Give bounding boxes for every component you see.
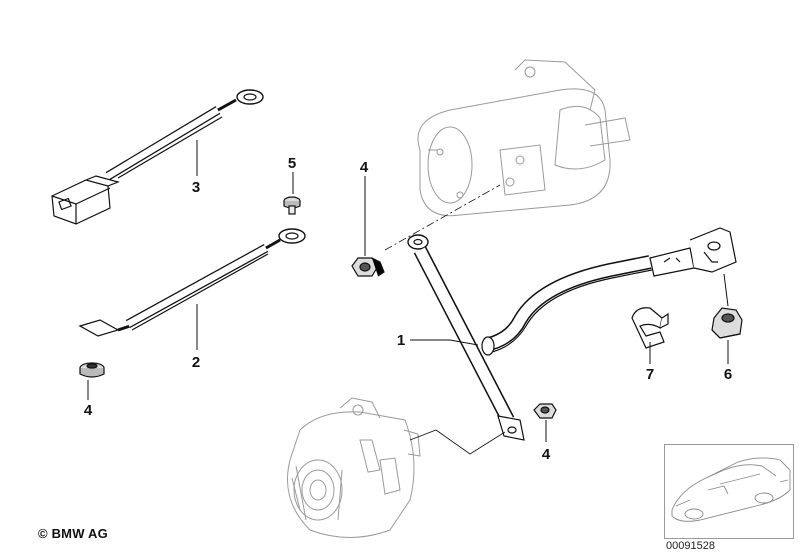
- callout-3: 3: [192, 179, 200, 196]
- vehicle-thumbnail-car: [671, 457, 791, 522]
- diagram-reference-number: 00091528: [666, 540, 715, 552]
- clip-part-7: [631, 307, 669, 349]
- nut-part-6: [711, 307, 743, 339]
- bolt-part-5: [283, 196, 301, 215]
- callout-6: 6: [724, 366, 732, 383]
- cable-part-3: [51, 89, 264, 225]
- leader-lines: [87, 140, 729, 442]
- callout-7: 7: [646, 366, 654, 383]
- callout-4-middle: 4: [360, 159, 369, 176]
- leader-dash-starter: [384, 184, 501, 251]
- callout-4-left: 4: [84, 402, 93, 419]
- callout-2: 2: [192, 354, 200, 371]
- starter-motor: [417, 59, 631, 217]
- cable-part-1: [407, 227, 737, 441]
- callout-5: 5: [288, 155, 296, 172]
- alternator: [287, 397, 421, 538]
- nut-part-4-middle: [351, 257, 385, 277]
- callout-4-bottom: 4: [542, 446, 551, 463]
- vehicle-thumbnail-frame: [664, 444, 794, 539]
- nut-part-4-bottom: [533, 403, 557, 419]
- copyright-text: © BMW AG: [38, 526, 108, 541]
- callout-1: 1: [397, 332, 405, 349]
- nut-part-4-left: [79, 362, 105, 378]
- leader-dash-alternator: [409, 429, 506, 455]
- cable-part-2: [78, 228, 306, 337]
